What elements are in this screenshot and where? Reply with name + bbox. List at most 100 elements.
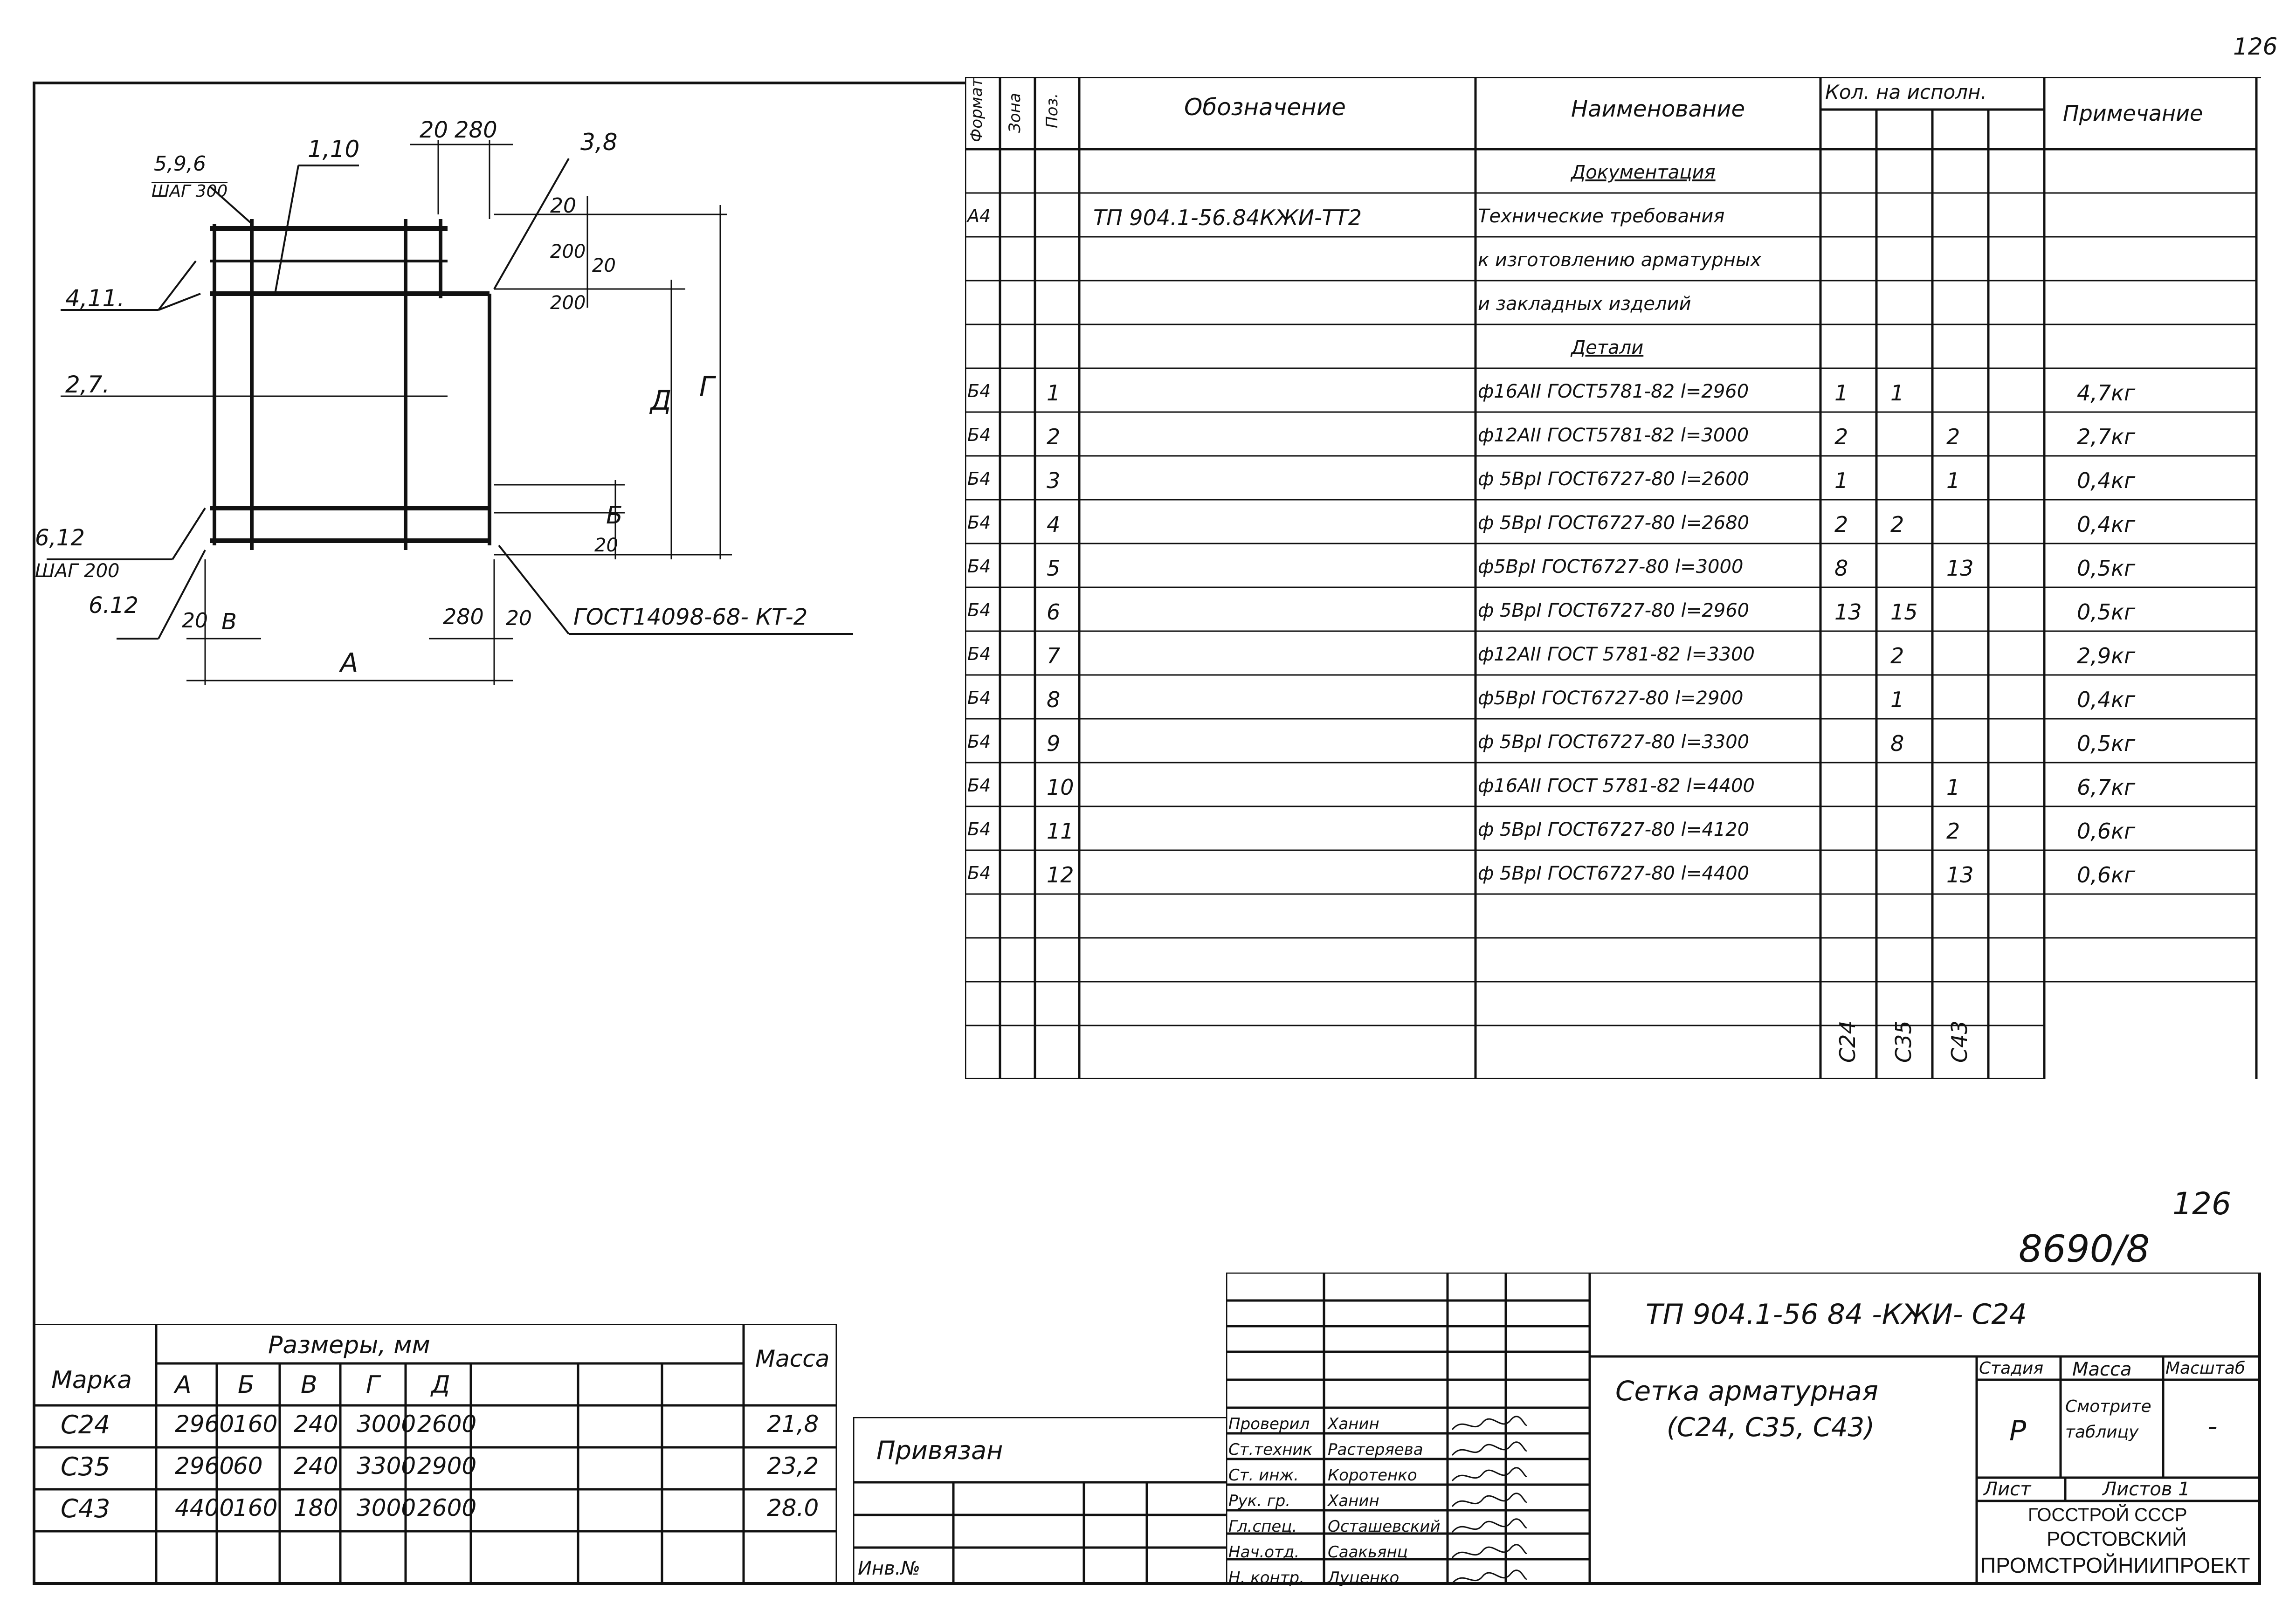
spec-cell-note: 0,6кг xyxy=(2077,862,2136,888)
spec-cell-pos: 12 xyxy=(1047,862,1074,888)
spec-cell-name: ф12АII ГОСТ5781-82 l=3000 xyxy=(1478,425,1749,446)
signature-name: Ханин xyxy=(1328,1415,1379,1433)
signature-name: Саакьянц xyxy=(1328,1543,1408,1562)
signature-name: Коротенко xyxy=(1328,1466,1417,1485)
spec-cell-name: ф 5ВрI ГОСТ6727-80 l=2960 xyxy=(1478,600,1750,621)
spec-row: Документация xyxy=(965,151,2256,195)
binding-label: Привязан xyxy=(876,1436,1003,1465)
spec-cell-pos: 5 xyxy=(1047,556,1061,581)
drawing-title-line2: (С24, С35, С43) xyxy=(1667,1412,1875,1443)
scale-value: - xyxy=(2207,1410,2218,1443)
signature-role: Ст.техник xyxy=(1228,1440,1313,1459)
handwritten-signature xyxy=(1451,1441,1528,1456)
header-name: Наименование xyxy=(1571,96,1745,122)
dim-280-top: 280 xyxy=(455,117,497,143)
spec-cell-qty-c43: 13 xyxy=(1946,556,1974,581)
dim-20-r2: 20 xyxy=(592,255,616,276)
handwritten-signature xyxy=(1451,1467,1528,1481)
spec-row: Детали xyxy=(965,327,2256,371)
spec-cell-format: Б4 xyxy=(967,688,991,708)
sizes-mass-header: Масса xyxy=(755,1345,830,1372)
sizes-cell-mark: С35 xyxy=(61,1452,110,1481)
spec-cell-qty-c35: 2 xyxy=(1890,643,1904,668)
dim-20-top: 20 xyxy=(420,117,448,143)
label-pos-3-8: 3,8 xyxy=(580,129,618,156)
spec-cell-name: ф12АII ГОСТ 5781-82 l=3300 xyxy=(1478,644,1755,665)
sheet-label: Лист xyxy=(1984,1479,2031,1500)
spec-cell-format: Б4 xyxy=(967,775,991,796)
org-line2: РОСТОВСКИЙ xyxy=(2047,1528,2187,1550)
spec-cell-qty-c43: 2 xyxy=(1946,424,1960,449)
spec-cell-note: 0,4кг xyxy=(2077,468,2136,493)
signature-name: Луценко xyxy=(1328,1569,1400,1587)
handwritten-signature xyxy=(1451,1569,1528,1584)
label-pos-5-9-6: 5,9,6 xyxy=(154,152,206,176)
spec-cell-name: Документация xyxy=(1571,162,1716,183)
label-pos-1-10: 1,10 xyxy=(308,136,360,163)
signature-name: Растеряева xyxy=(1328,1440,1423,1459)
spec-cell-note: 6,7кг xyxy=(2077,775,2136,800)
spec-cell-name: ф 5ВрI ГОСТ6727-80 l=4120 xyxy=(1478,819,1750,840)
variant-c43: С43 xyxy=(1947,1020,1972,1063)
spec-cell-pos: 6 xyxy=(1047,599,1061,625)
spec-cell-note: 0,5кг xyxy=(2077,731,2136,756)
spec-cell-name: ф 5ВрI ГОСТ6727-80 l=2680 xyxy=(1478,512,1750,534)
spec-grid xyxy=(965,77,2261,1079)
sizes-cell-b: 160 xyxy=(233,1494,278,1521)
sizes-cell-g: 3300 xyxy=(357,1452,416,1479)
spec-row: к изготовлению арматурных xyxy=(965,239,2256,283)
dim-200-r2: 200 xyxy=(550,292,586,314)
spec-cell-pos: 1 xyxy=(1047,380,1061,406)
spec-cell-pos: 2 xyxy=(1047,424,1061,449)
spec-cell-qty-c24: 8 xyxy=(1834,556,1848,581)
spec-cell-qty-c35: 15 xyxy=(1890,599,1918,625)
handwritten-signature xyxy=(1451,1493,1528,1507)
signature-role: Гл.спец. xyxy=(1228,1517,1297,1536)
dim-280-bot: 280 xyxy=(443,604,484,629)
label-step-200: ШАГ 200 xyxy=(35,560,120,582)
spec-cell-qty-c43: 13 xyxy=(1946,862,1974,888)
archive-number: 8690/8 xyxy=(2019,1227,2150,1271)
signature-role: Проверил xyxy=(1228,1415,1310,1433)
mass-value-1: Смотрите xyxy=(2065,1397,2151,1416)
spec-cell-name: Детали xyxy=(1571,337,1644,358)
dim-200-r1: 200 xyxy=(550,241,586,262)
spec-cell-pos: 7 xyxy=(1047,643,1061,668)
header-qty: Кол. на исполн. xyxy=(1825,81,1987,103)
spec-cell-pos: 4 xyxy=(1047,512,1061,537)
spec-cell-note: 0,5кг xyxy=(2077,556,2136,581)
sizes-col-A: А xyxy=(175,1371,192,1399)
org-line3: ПРОМСТРОЙНИИПРОЕКТ xyxy=(1980,1553,2250,1577)
dim-20-r1: 20 xyxy=(550,194,576,218)
spec-cell-qty-c43: 1 xyxy=(1946,775,1960,800)
spec-cell-name: ф 5ВрI ГОСТ6727-80 l=3300 xyxy=(1478,731,1750,753)
sizes-col-D: Д xyxy=(431,1371,450,1399)
drawing-code: ТП 904.1-56 84 -КЖИ- С24 xyxy=(1646,1298,2027,1331)
spec-row: и закладных изделий xyxy=(965,283,2256,327)
spec-cell-pos: 11 xyxy=(1047,819,1074,844)
signature-name: Ханин xyxy=(1328,1492,1379,1510)
dim-label-G: Г xyxy=(699,371,715,402)
dim-20-bl: 20 xyxy=(182,609,208,633)
spec-cell-pos: 8 xyxy=(1047,687,1061,712)
sizes-col-V: В xyxy=(301,1371,317,1399)
spec-cell-qty-c24: 2 xyxy=(1834,424,1848,449)
sizes-cell-b: 160 xyxy=(233,1411,278,1438)
sizes-grid xyxy=(35,1324,837,1585)
signature-role: Н. контр. xyxy=(1228,1569,1304,1587)
dim-20-bot: 20 xyxy=(506,606,532,630)
spec-cell-pos: 3 xyxy=(1047,468,1061,493)
scale-header: Масштаб xyxy=(2165,1359,2246,1378)
sizes-cell-d: 2600 xyxy=(417,1494,477,1521)
header-pos: Поз. xyxy=(1043,93,1062,128)
spec-cell-format: Б4 xyxy=(967,644,991,664)
